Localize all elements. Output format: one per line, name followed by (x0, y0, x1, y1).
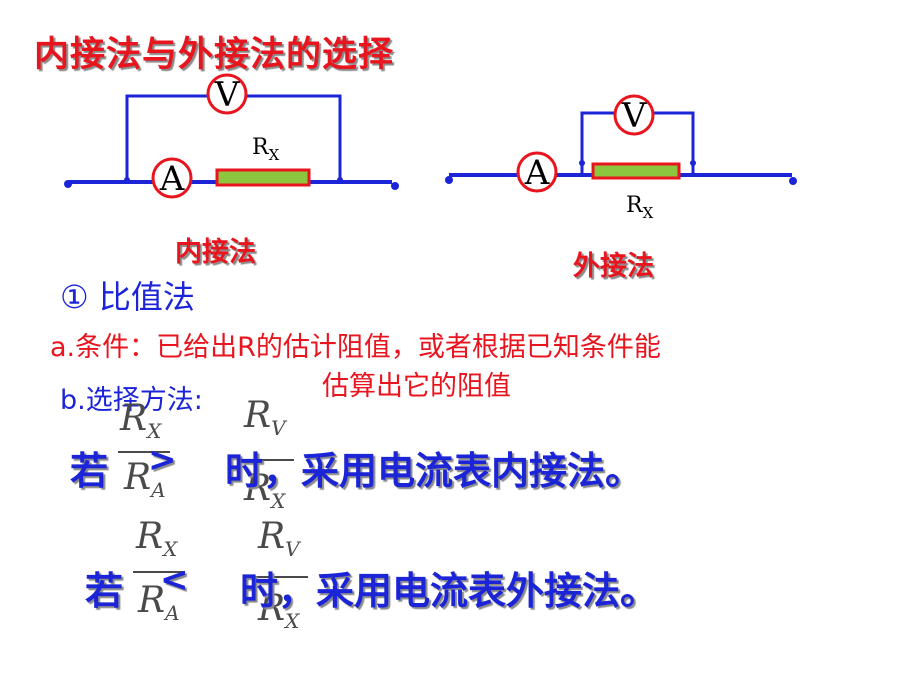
circuit-diagrams: V A RX V A RX (64, 73, 797, 222)
rule-1-left-numerator: RX (120, 398, 162, 443)
inner-circuit: V A RX (64, 73, 399, 199)
outer-caption: 外接法 (573, 251, 654, 282)
rule-2-right-fraction-bar (254, 576, 308, 578)
outer-voltmeter (613, 94, 655, 136)
rule-2-prefix: 若 (85, 569, 124, 613)
rule-1-left-denominator: RA (124, 457, 166, 502)
outer-voltmeter-label: V (621, 96, 648, 136)
rule-1-prefix: 若 (70, 449, 109, 493)
slide-title: 内接法与外接法的选择 (34, 35, 395, 75)
method-heading: ① 比值法 (60, 278, 195, 316)
inner-terminal-right (391, 182, 399, 190)
outer-ammeter (516, 151, 558, 193)
inner-ammeter (151, 157, 193, 199)
inner-voltmeter (206, 73, 248, 115)
inner-ammeter-label: A (159, 159, 185, 199)
rule-1-right-numerator: RV (244, 395, 286, 440)
selection-heading: b.选择方法: (60, 385, 203, 416)
rule-2-left-numerator: RX (136, 516, 178, 561)
rule-1-right-fraction-bar (240, 459, 294, 461)
outer-terminal-right (789, 177, 797, 185)
rule-2-suffix: 时，采用电流表外接法。 (240, 569, 659, 613)
inner-resistor (215, 168, 311, 187)
condition-line-2: 估算出它的阻值 (322, 371, 511, 402)
inner-resistor-label: RX (252, 135, 280, 164)
rule-2-right-numerator: RV (258, 516, 300, 561)
outer-resistor (591, 162, 681, 180)
outer-junction-right (690, 160, 696, 166)
rule-2-left-denominator: RA (138, 580, 180, 625)
inner-junction-right (337, 177, 343, 183)
rule-1-left-fraction-bar (118, 451, 170, 453)
rule-1-suffix: 时，采用电流表内接法。 (225, 449, 644, 493)
rule-2-right-denominator: RX (258, 588, 300, 633)
rule-2-comparator: < (160, 560, 189, 600)
rule-2-left-fraction-bar (133, 571, 185, 573)
outer-resistor-label: RX (626, 193, 654, 222)
outer-ammeter-label: A (524, 153, 550, 193)
outer-circuit: V A RX (445, 94, 797, 222)
inner-terminal-left (64, 180, 72, 188)
outer-junction-left (579, 160, 585, 166)
inner-voltmeter-label: V (214, 75, 241, 115)
rule-1-right-denominator: RX (244, 468, 286, 513)
inner-junction-left (124, 177, 130, 183)
condition-line-1: a.条件：已给出R的估计阻值，或者根据已知条件能 (50, 332, 661, 363)
inner-caption: 内接法 (175, 237, 256, 268)
rule-1-comparator: > (148, 440, 177, 480)
outer-terminal-left (445, 176, 453, 184)
